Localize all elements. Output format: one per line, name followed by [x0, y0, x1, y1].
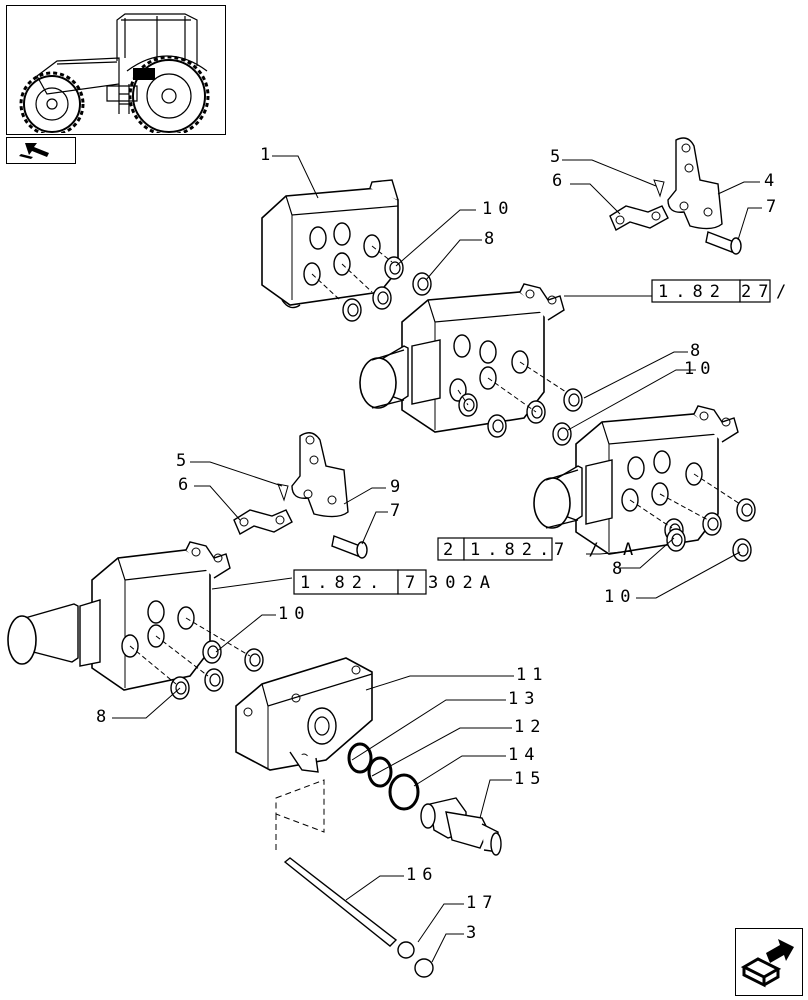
- callout-3: 3: [466, 923, 482, 943]
- callout-8: 8: [690, 341, 706, 361]
- callout-10: 10: [604, 587, 636, 607]
- reference-box-2[interactable]: 2 1.82. 7 / A: [437, 537, 640, 561]
- reference-code-main: 2: [443, 540, 460, 560]
- reference-code-sub: 7: [405, 573, 422, 593]
- tractor-thumbnail: [6, 5, 226, 137]
- callout-15: 15: [514, 769, 546, 789]
- tractor-icon: [19, 13, 210, 137]
- reference-code-tail: / A: [776, 282, 808, 302]
- valve-section-4: [7, 541, 264, 700]
- valve-section-2: [359, 283, 583, 446]
- callout-11: 11: [516, 665, 548, 685]
- reference-box-1[interactable]: 1.82 27 / A: [651, 279, 808, 303]
- callout-labels: 1 10 8 5 6 4 7 8 10 5 6 9 7 8 10 10 8 11…: [96, 145, 782, 943]
- callout-8: 8: [612, 559, 628, 579]
- callout-17: 17: [466, 893, 498, 913]
- lever-bracket-group-upper: [609, 137, 742, 255]
- callout-7: 7: [766, 197, 782, 217]
- end-cover: [235, 657, 373, 850]
- reference-code-tail: 302A: [428, 573, 497, 593]
- leader-lines: [112, 155, 762, 963]
- callout-1: 1: [260, 145, 276, 165]
- o-rings: [347, 742, 420, 811]
- reference-code-tail: 7 / A: [554, 540, 640, 560]
- callout-8: 8: [96, 707, 112, 727]
- callout-14: 14: [508, 745, 540, 765]
- callout-10: 10: [684, 359, 716, 379]
- callout-13: 13: [508, 689, 540, 709]
- callout-10: 10: [482, 199, 514, 219]
- callout-9: 9: [390, 477, 406, 497]
- tie-rod-and-nuts: [283, 857, 434, 978]
- callout-10: 10: [278, 604, 310, 624]
- callout-5: 5: [550, 147, 566, 167]
- hydraulic-fitting: [420, 797, 502, 856]
- callout-4: 4: [764, 171, 780, 191]
- reference-code-main: 1.82: [658, 282, 727, 302]
- previous-page-icon: [19, 143, 49, 159]
- callout-12: 12: [514, 717, 546, 737]
- lever-bracket-group-middle: [233, 432, 368, 559]
- callout-16: 16: [406, 865, 438, 885]
- previous-page-button[interactable]: [6, 137, 76, 164]
- callout-7: 7: [390, 501, 406, 521]
- reference-code-sub: 1.82.: [470, 540, 556, 560]
- callout-5: 5: [176, 451, 192, 471]
- next-page-button[interactable]: [735, 928, 803, 996]
- valve-section-1: [261, 179, 432, 322]
- reference-code-main: 1.82.: [300, 573, 386, 593]
- callout-6: 6: [178, 475, 194, 495]
- reference-code-sub: 27: [741, 282, 775, 302]
- callout-8: 8: [484, 229, 500, 249]
- callout-6: 6: [552, 171, 568, 191]
- valve-section-3: [533, 405, 756, 562]
- next-page-icon: [740, 939, 794, 988]
- reference-box-3[interactable]: 1.82. 7 302A: [293, 569, 497, 595]
